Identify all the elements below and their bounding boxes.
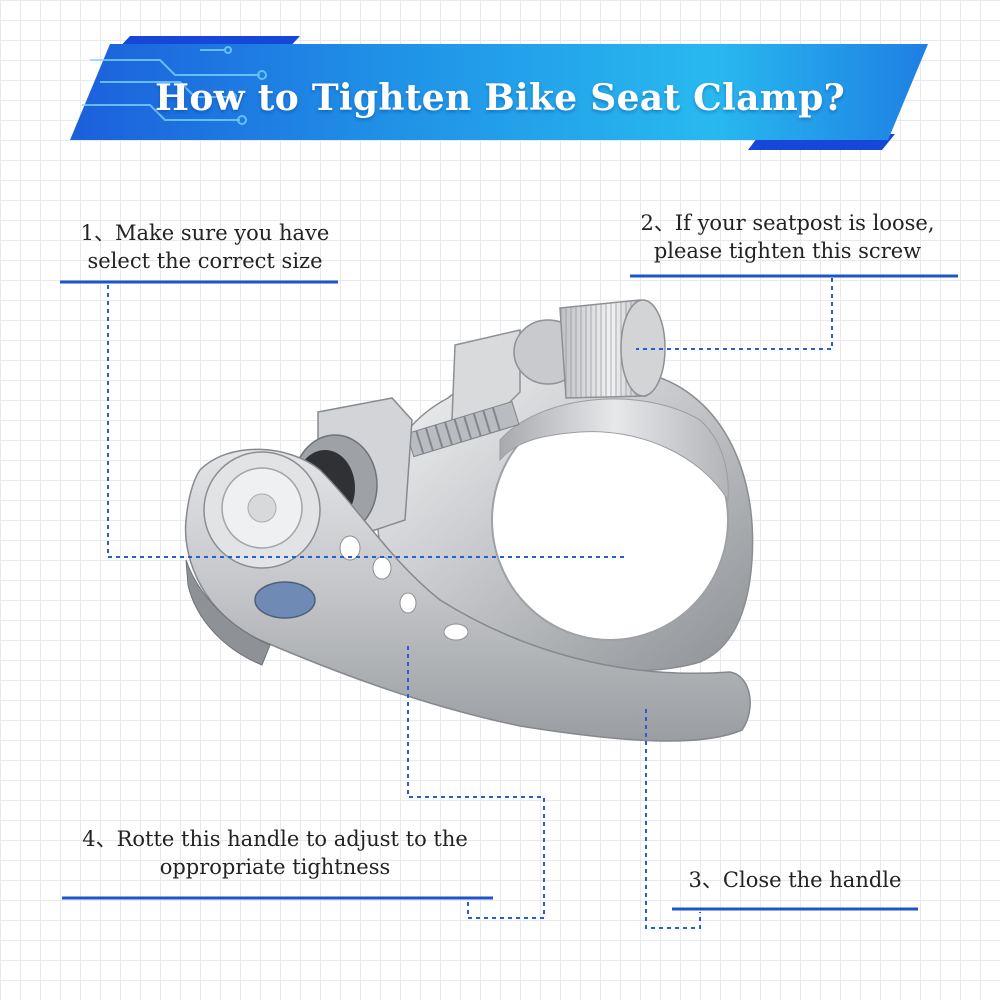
screw-knob (513, 299, 666, 399)
callout-step-4: 4、Rotte this handle to adjust to the opp… (40, 825, 510, 881)
callout-step-2: 2、If your seatpost is loose, please tigh… (600, 209, 975, 265)
leader-line-2 (636, 278, 833, 350)
lever-hole (339, 535, 361, 561)
page-title: How to Tighten Bike Seat Clamp? (155, 77, 845, 119)
banner-shape (70, 44, 928, 140)
lever-hole (372, 556, 392, 580)
lever-hole (399, 592, 417, 614)
leader-lines (107, 278, 833, 929)
clamp-bore-inner-wall (499, 398, 729, 502)
lever-nut (254, 581, 316, 619)
callout-step-4-line-1: 4、Rotte this handle to adjust to the (82, 827, 468, 851)
lever-hole (443, 623, 469, 641)
callout-step-4-line-2: oppropriate tightness (159, 855, 391, 879)
callout-step-1: 1、Make sure you have select the correct … (40, 219, 370, 275)
callout-step-2-line-2: please tighten this screw (653, 239, 922, 263)
leader-line-1 (107, 285, 626, 558)
callout-underlines (60, 274, 958, 911)
seat-clamp-illustration (184, 299, 754, 742)
threaded-bolt (406, 400, 520, 458)
callout-step-1-line-2: select the correct size (87, 249, 323, 273)
callout-step-3-line-1: 3、Close the handle (688, 868, 902, 892)
leader-line-4 (407, 646, 545, 919)
lever-edge (185, 559, 271, 666)
callout-step-2-line-1: 2、If your seatpost is loose, (640, 211, 935, 235)
title-banner (70, 36, 928, 150)
callout-step-1-line-1: 1、Make sure you have (80, 221, 330, 245)
leader-line-3 (645, 709, 701, 929)
circuit-lines-icon (82, 46, 267, 125)
callout-step-3: 3、Close the handle (640, 866, 950, 894)
